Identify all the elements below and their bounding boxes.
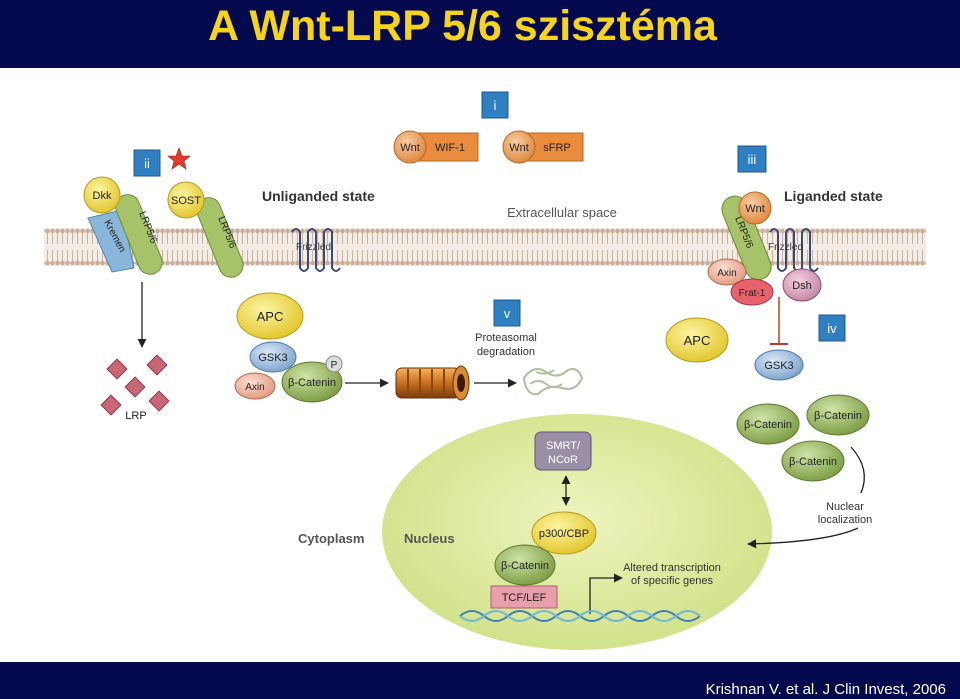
wnt-label-3: Wnt [745,203,765,215]
beta-catenin-free-3: β-Catenin [781,440,845,482]
smrt-label-2: NCoR [548,454,578,466]
dna-helix [459,610,701,622]
beta-catenin-label-free-1: β-Catenin [744,419,792,431]
proteasome [395,365,470,401]
panel-badge-ii: ii [133,149,161,177]
panel-label-ii: ii [144,156,150,171]
transcription-label-line1: Altered transcription [623,562,721,574]
tcf-lef: TCF/LEF [490,585,558,609]
beta-catenin-free-1: β-Catenin [736,403,800,445]
tcf-lef-label: TCF/LEF [502,592,547,604]
dkk-ligand: Dkk [83,176,121,214]
panel-label-i: i [494,98,497,113]
star-icon [167,147,191,170]
frat1-label: Frat-1 [739,288,766,299]
panel-badge-i: i [481,91,509,119]
cytoplasm-label: Cytoplasm [298,531,364,546]
nuclear-import-arrow [747,527,859,549]
beta-catenin-label-free-3: β-Catenin [789,456,837,468]
wnt-wif1-complex: Wnt WIF-1 [393,130,479,164]
beta-catenin-nuclear: β-Catenin [494,544,556,586]
transcription-arrow [589,573,623,614]
dsh-label: Dsh [792,280,812,292]
citation: Krishnan V. et al. J Clin Invest, 2006 [705,681,946,698]
nuclear-label-line1: Nuclear [826,501,864,513]
smrt-ncor: SMRT/ NCoR [534,431,592,471]
lrp-fragments [100,354,170,416]
nucleus-label: Nucleus [404,531,455,546]
panel-badge-v: v [493,299,521,327]
wif1-label: WIF-1 [435,142,465,154]
axin-label-left: Axin [245,382,264,393]
panel-label-iv: iv [827,321,837,336]
frizzled-receptor-right: Frizzled [768,228,819,272]
frat1: Frat-1 [730,278,774,306]
proteasomal-label-line2: degradation [477,346,535,358]
footer-bar [0,662,960,699]
gsk3-label-right: GSK3 [764,360,793,372]
liganded-label: Liganded state [784,188,883,204]
title-bar [0,0,960,68]
wnt-ligand: Wnt [738,191,772,225]
p300-label: p300/CBP [539,528,589,540]
panel-badge-iv: iv [818,314,846,342]
wnt-label-2: Wnt [509,142,529,154]
panel-label-iii: iii [748,152,757,167]
dsh: Dsh [782,268,822,302]
sfrp-label: sFRP [543,142,571,154]
degraded-fragments [522,368,584,396]
phospho-label: P [331,360,338,371]
p300-cbp: p300/CBP [531,511,597,555]
lrp-label: LRP [125,410,146,422]
wnt-label-1: Wnt [400,142,420,154]
apc-label-left: APC [257,309,284,324]
beta-catenin-free-2: β-Catenin [806,394,870,436]
axin-label-right: Axin [717,268,736,279]
extracellular-label: Extracellular space [507,205,617,220]
apc-free: APC [665,317,729,363]
apc-label-right: APC [684,333,711,348]
panel-badge-iii: iii [737,145,767,173]
smrt-label-1: SMRT/ [546,440,581,452]
frizzled-label-right: Frizzled [768,242,803,253]
sost-label: SOST [171,195,201,207]
lrp56-receptor-right: LRP5/6 [721,195,772,281]
sost-ligand: SOST [167,181,205,219]
destruction-complex: APC GSK3 Axin β-Catenin P [234,292,343,403]
beta-catenin-label-nuclear: β-Catenin [501,560,549,572]
nuclear-localization-curve [850,446,865,494]
frizzled-label-left: Frizzled [296,242,331,253]
slide-title: A Wnt-LRP 5/6 szisztéma [208,2,717,50]
beta-catenin-label-free-2: β-Catenin [814,410,862,422]
beta-catenin-label-left: β-Catenin [288,377,336,389]
gsk3-label-left: GSK3 [258,352,287,364]
proteasomal-label-line1: Proteasomal [475,332,537,344]
dkk-label: Dkk [93,190,112,202]
axin-bound: Axin [707,258,747,286]
wnt-lrp-diagram: i ii iii iv v Extracellular space Unliga… [44,91,926,650]
frizzled-receptor-left: Frizzled [291,228,341,272]
unliganded-label: Unliganded state [262,188,375,204]
wnt-sfrp-complex: Wnt sFRP [502,130,584,164]
panel-label-v: v [504,306,511,321]
nuclear-label-line2: localization [818,514,872,526]
transcription-label-line2: of specific genes [631,575,713,587]
gsk3-free: GSK3 [754,349,804,381]
